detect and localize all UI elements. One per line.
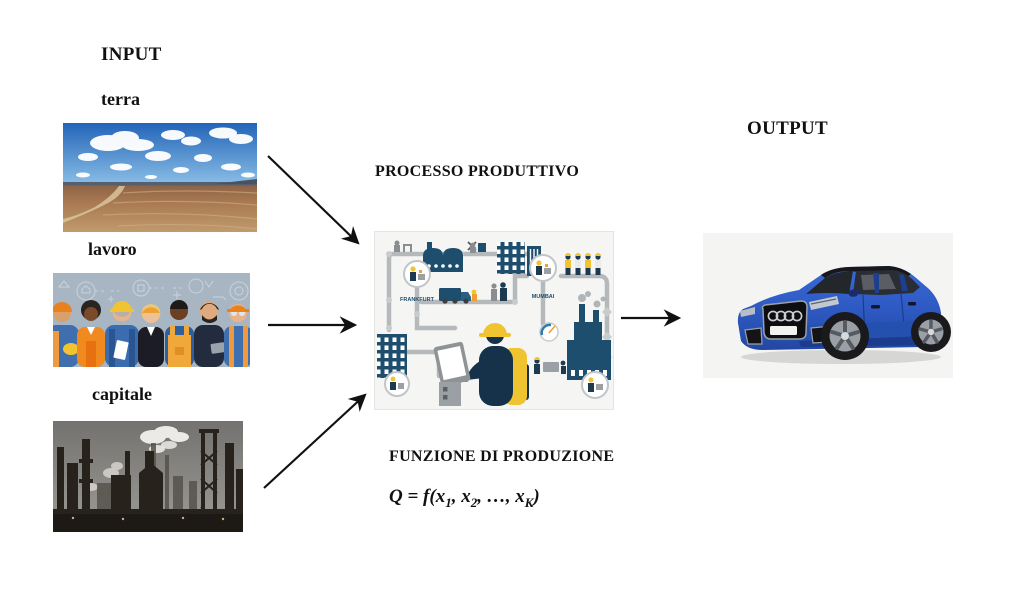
audi-rings-icon <box>767 310 803 322</box>
blue-car-illustration <box>703 233 953 378</box>
production-function-formula: Q = f(x1, x2, …, xK) <box>389 486 540 511</box>
worker-figure <box>53 302 79 367</box>
formula-subscript: K <box>524 494 534 510</box>
machine-workers-icon <box>534 357 566 374</box>
formula-part: , …, x <box>477 486 525 507</box>
process-node <box>581 371 609 399</box>
factory-icon <box>423 242 463 272</box>
lifting-worker-icon <box>467 241 486 253</box>
industrial-plant-illustration <box>53 421 243 532</box>
gauge-icon <box>539 322 559 342</box>
mumbai-label: MUMBAI <box>532 294 555 300</box>
loading-worker-icon <box>394 240 412 252</box>
worker-figure <box>105 301 139 367</box>
factory-with-smokestacks-icon <box>567 291 611 380</box>
worker-at-computer-icon <box>433 323 529 406</box>
workers-group-icon <box>565 253 601 275</box>
worker-figure <box>224 304 250 367</box>
output-heading: OUTPUT <box>747 118 828 139</box>
field-landscape-illustration <box>63 123 257 232</box>
formula-part: Q = f(x <box>389 486 446 507</box>
lavoro-image <box>53 273 250 367</box>
process-image: FRANKFURT MUMBAI <box>374 231 614 410</box>
mumbai-node <box>529 254 557 282</box>
formula-part: , x <box>451 486 471 507</box>
worker-figure <box>165 300 194 367</box>
terra-image <box>63 123 257 232</box>
rear-wheel <box>911 312 951 352</box>
lavoro-label: lavoro <box>88 239 137 259</box>
terra-to-process-arrow-icon <box>267 155 360 245</box>
input-heading: INPUT <box>101 44 162 65</box>
supply-chain-illustration: FRANKFURT MUMBAI <box>375 232 613 409</box>
processo-heading: PROCESSO PRODUTTIVO <box>375 163 580 180</box>
truck-icon <box>439 288 477 304</box>
worker-figure <box>77 300 105 367</box>
frankfurt-node <box>403 260 431 288</box>
formula-subscript: 1 <box>445 494 452 510</box>
worker-figure <box>194 301 226 367</box>
formula-part: ) <box>533 486 540 507</box>
workers-illustration <box>53 273 250 367</box>
process-node <box>384 371 410 397</box>
people-pair-icon <box>491 282 507 301</box>
terra-label: terra <box>101 89 140 109</box>
capitale-to-process-arrow-icon <box>263 393 367 489</box>
frankfurt-label: FRANKFURT <box>400 297 435 303</box>
front-wheel <box>821 312 869 360</box>
funzione-heading: FUNZIONE DI PRODUZIONE <box>389 448 615 465</box>
formula-subscript: 2 <box>470 494 478 510</box>
office-building-icon <box>497 242 525 274</box>
car-image <box>703 233 953 378</box>
worker-figure <box>138 304 164 367</box>
capitale-image <box>53 421 243 532</box>
office-building-icon <box>377 334 407 378</box>
capitale-label: capitale <box>92 384 152 404</box>
